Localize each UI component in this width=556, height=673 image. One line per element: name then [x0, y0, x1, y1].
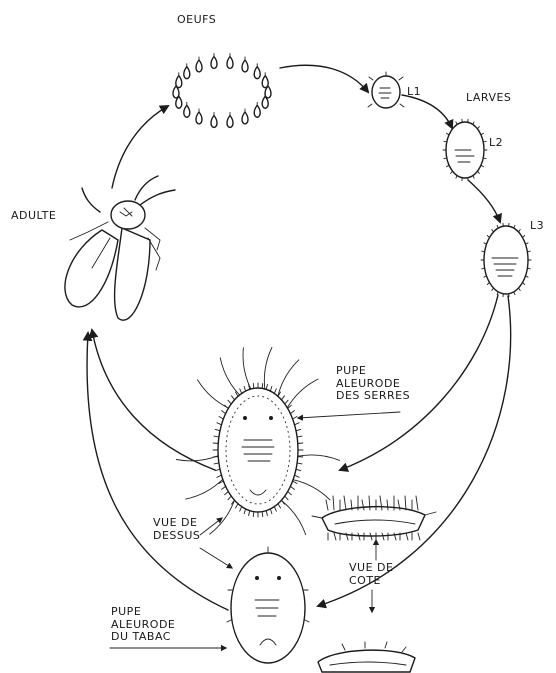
egg [196, 109, 202, 124]
label-tobacco-pupa-line1: PUPE [111, 606, 175, 619]
arrow-tobacco-pupa-to-adult [87, 333, 228, 610]
arrow-l1-to-l2 [402, 95, 452, 128]
egg-cluster [173, 54, 271, 128]
larva-l3 [481, 223, 531, 296]
label-l3: L3 [530, 220, 544, 233]
label-adult: ADULTE [11, 210, 56, 223]
egg [184, 102, 190, 117]
pupa-tobacco-side-view [318, 642, 415, 672]
egg [184, 64, 190, 79]
label-top-view-line2: DESSUS [153, 530, 200, 543]
pupa-greenhouse-side-view [312, 496, 436, 540]
egg [227, 113, 233, 128]
egg [242, 109, 248, 124]
egg [242, 57, 248, 72]
arrow-greenhouse-pupa-to-adult [92, 330, 215, 470]
arrow-adult-to-eggs [112, 106, 168, 188]
arrow-l3-to-tobacco-pupa [318, 296, 511, 606]
label-greenhouse-pupa: PUPE ALEURODE DES SERRES [336, 365, 410, 403]
egg [227, 54, 233, 69]
label-side-view-line2: COTE [349, 575, 393, 588]
egg [176, 73, 182, 88]
egg [211, 113, 217, 128]
egg [211, 54, 217, 69]
label-l1: L1 [407, 86, 421, 99]
label-l2: L2 [489, 137, 503, 150]
label-eggs: OEUFS [177, 14, 216, 27]
pointer-greenhouse-pupa [298, 412, 400, 418]
egg [196, 57, 202, 72]
label-greenhouse-pupa-line3: DES SERRES [336, 390, 410, 403]
adult-whitefly [65, 176, 175, 320]
label-larvae: LARVES [466, 92, 511, 105]
label-tobacco-pupa-line3: DU TABAC [111, 631, 175, 644]
larva-l1 [368, 72, 404, 108]
label-tobacco-pupa: PUPE ALEURODE DU TABAC [111, 606, 175, 644]
arrow-eggs-to-l1 [280, 65, 368, 92]
pupa-greenhouse-top-view [176, 348, 339, 535]
larva-l2 [443, 119, 487, 180]
egg [254, 102, 260, 117]
egg [262, 73, 268, 88]
label-top-view: VUE DE DESSUS [153, 517, 200, 542]
label-top-view-line1: VUE DE [153, 517, 200, 530]
label-greenhouse-pupa-line1: PUPE [336, 365, 410, 378]
pointer-top-view-2 [200, 548, 232, 568]
egg [254, 64, 260, 79]
label-side-view: VUE DE COTE [349, 562, 393, 587]
label-side-view-line1: VUE DE [349, 562, 393, 575]
arrow-l2-to-l3 [468, 180, 500, 222]
pupa-tobacco-top-view [227, 547, 309, 663]
